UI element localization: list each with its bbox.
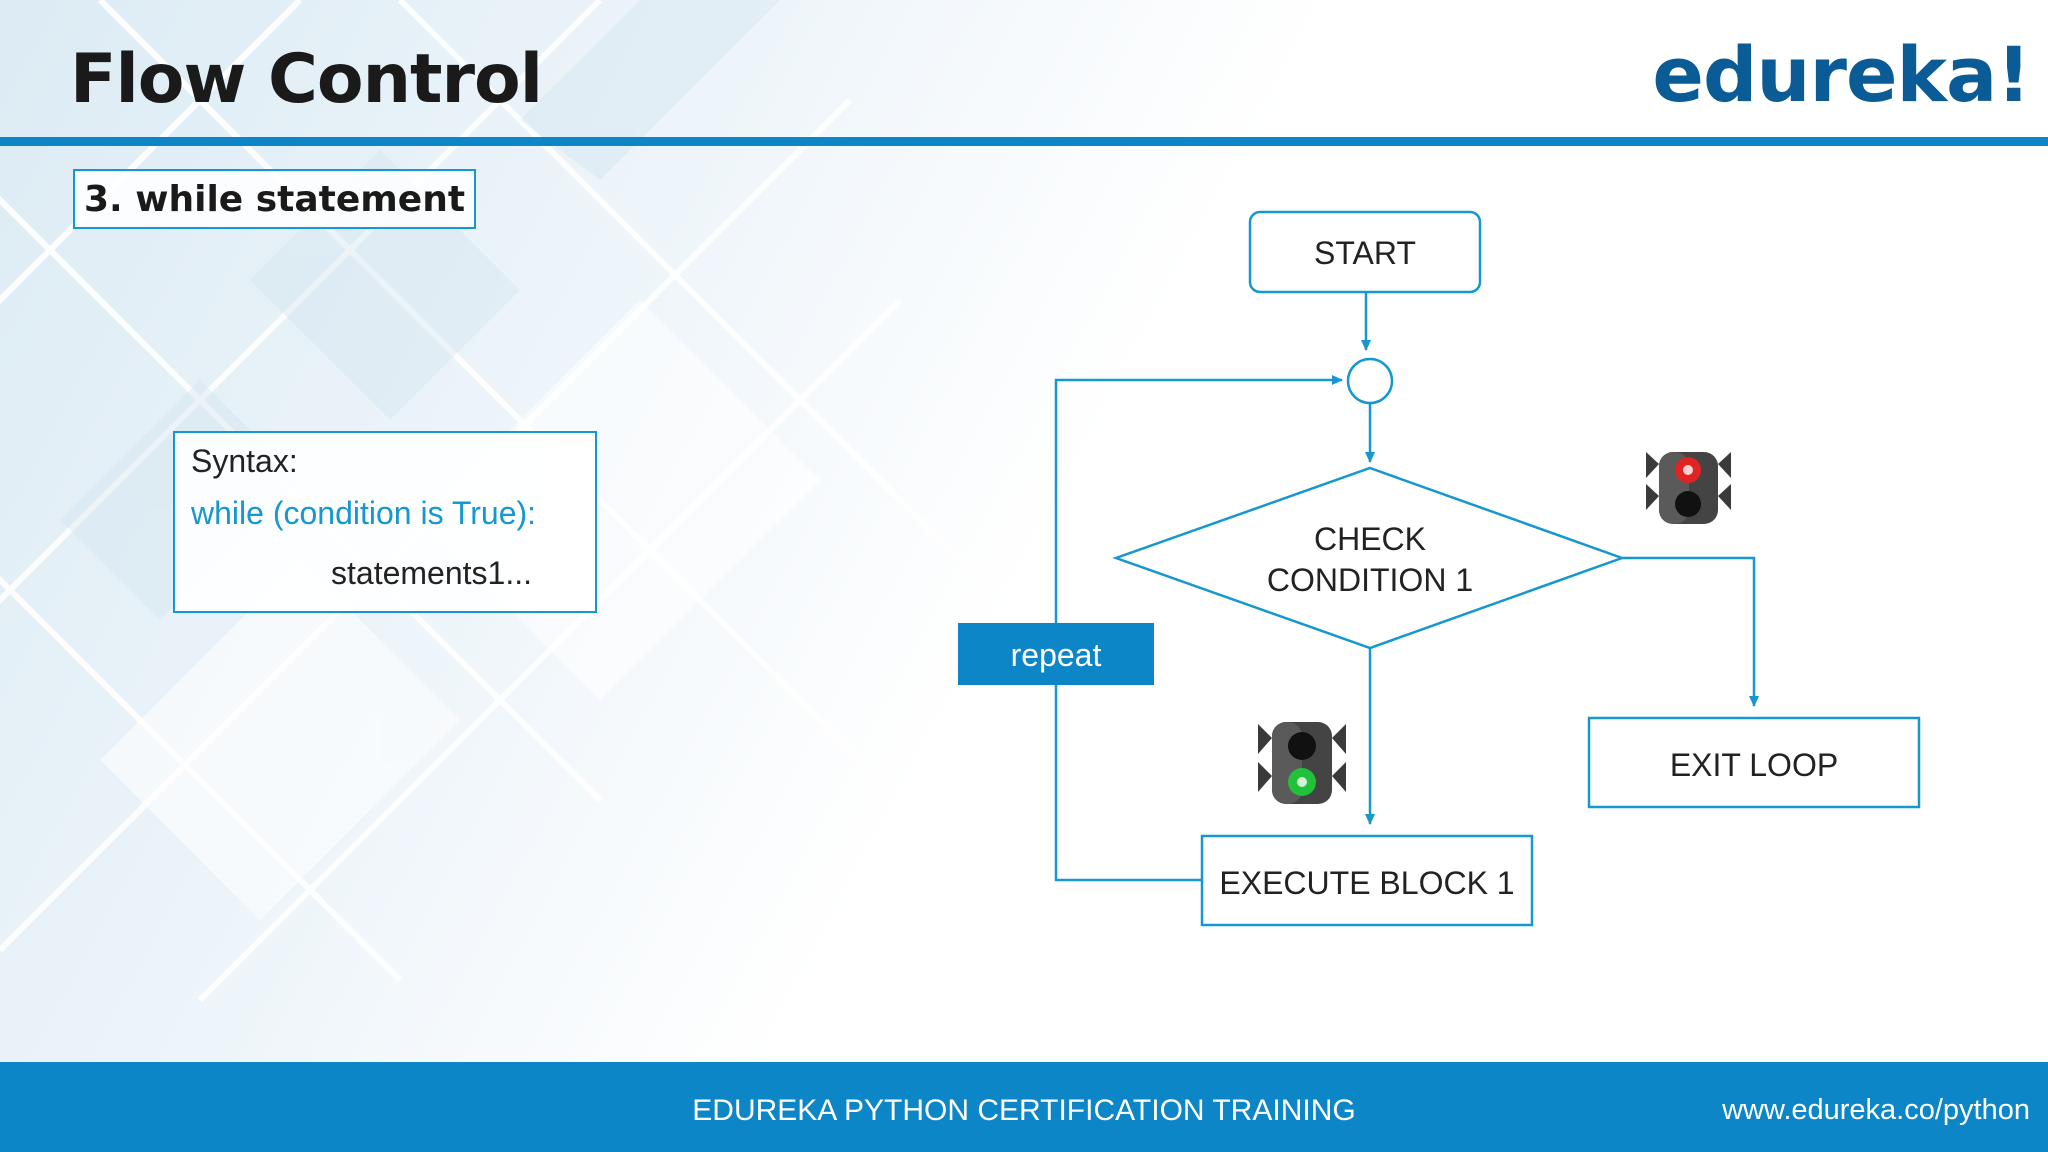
header-divider — [0, 137, 2048, 146]
traffic-light-red-icon — [1646, 452, 1731, 524]
arrow-condition-to-exit — [1622, 556, 1759, 707]
exit-node: EXIT LOOP — [1587, 716, 1921, 809]
edureka-logo: edureka! — [1652, 30, 2031, 119]
condition-label-line1: CHECK — [1314, 521, 1426, 557]
syntax-code-line: while (condition is True): — [191, 495, 537, 531]
start-label: START — [1314, 235, 1416, 271]
junction-circle — [1346, 357, 1394, 405]
execute-label: EXECUTE BLOCK 1 — [1219, 865, 1514, 901]
exit-label: EXIT LOOP — [1670, 747, 1838, 783]
start-node: START — [1248, 210, 1482, 294]
page-title: Flow Control — [70, 40, 543, 119]
condition-node: CHECK CONDITION 1 — [1112, 466, 1626, 650]
execute-node: EXECUTE BLOCK 1 — [1200, 834, 1534, 927]
syntax-label: Syntax: — [191, 443, 298, 479]
syntax-body-line: statements1... — [331, 555, 532, 591]
repeat-label-box: repeat — [958, 623, 1154, 685]
condition-label-line2: CONDITION 1 — [1267, 562, 1473, 598]
traffic-light-green-icon — [1258, 722, 1346, 804]
footer-bar — [0, 1062, 2048, 1152]
footer-course-title: EDUREKA PYTHON CERTIFICATION TRAINING — [692, 1094, 1356, 1127]
footer-url: www.edureka.co/python — [1722, 1094, 2030, 1126]
repeat-label: repeat — [1011, 637, 1102, 673]
syntax-box: Syntax: while (condition is True): state… — [173, 431, 597, 613]
section-subtitle: 3. while statement — [73, 169, 476, 229]
